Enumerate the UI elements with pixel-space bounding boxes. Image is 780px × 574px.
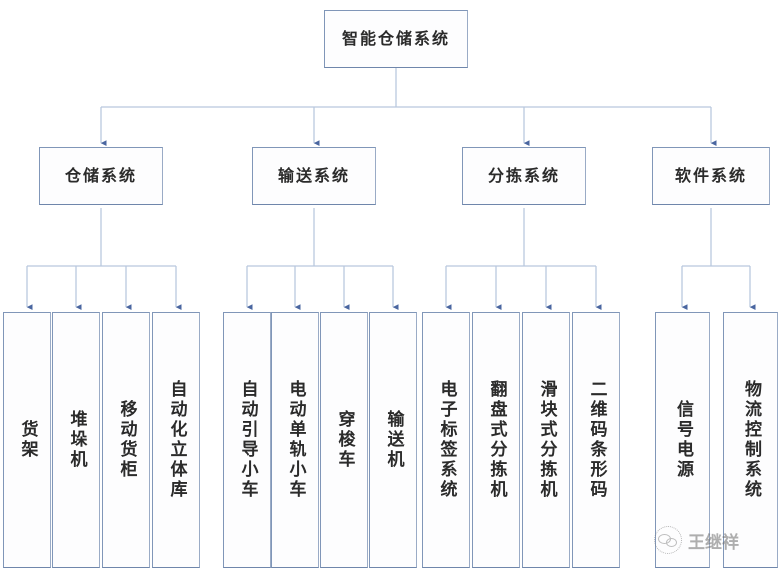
node-leaf-3-4[interactable]: 二维码条形码 bbox=[572, 312, 620, 568]
node-branch-4-label: 软件系统 bbox=[674, 166, 747, 186]
leaf-text-wrap: 翻盘式分拣机 bbox=[473, 313, 519, 567]
leaf-text-wrap: 堆垛机 bbox=[53, 313, 99, 567]
node-branch-1[interactable]: 仓储系统 bbox=[39, 147, 163, 205]
leaf-text-wrap: 货架 bbox=[4, 313, 50, 567]
node-leaf-2-4[interactable]: 输送机 bbox=[369, 312, 417, 568]
node-leaf-1-3-label: 移动货柜 bbox=[116, 400, 137, 480]
node-leaf-3-1-label: 电子标签系统 bbox=[436, 380, 457, 500]
node-leaf-2-2-label: 电动单轨小车 bbox=[285, 380, 306, 500]
leaf-text-wrap: 滑块式分拣机 bbox=[523, 313, 569, 567]
node-leaf-2-1[interactable]: 自动引导小车 bbox=[223, 312, 271, 568]
node-leaf-1-4[interactable]: 自动化立体库 bbox=[152, 312, 200, 568]
leaf-text-wrap: 物流控制系统 bbox=[724, 313, 777, 567]
leaf-text-wrap: 电动单轨小车 bbox=[272, 313, 318, 567]
node-leaf-2-2[interactable]: 电动单轨小车 bbox=[271, 312, 319, 568]
leaf-text-wrap: 移动货柜 bbox=[103, 313, 149, 567]
leaf-text-wrap: 自动引导小车 bbox=[224, 313, 270, 567]
node-leaf-1-2-label: 堆垛机 bbox=[66, 410, 87, 470]
node-leaf-3-2-label: 翻盘式分拣机 bbox=[486, 380, 507, 500]
leaf-text-wrap: 电子标签系统 bbox=[423, 313, 469, 567]
leaf-text-wrap: 穿梭车 bbox=[321, 313, 367, 567]
node-leaf-4-2[interactable]: 物流控制系统 bbox=[723, 312, 778, 568]
node-root-label: 智能仓储系统 bbox=[341, 29, 450, 49]
node-leaf-2-3[interactable]: 穿梭车 bbox=[320, 312, 368, 568]
leaf-text-wrap: 输送机 bbox=[370, 313, 416, 567]
node-branch-2-label: 输送系统 bbox=[277, 166, 350, 186]
node-leaf-1-1[interactable]: 货架 bbox=[3, 312, 51, 568]
node-leaf-4-1-label: 信号电源 bbox=[673, 400, 694, 480]
node-branch-3-label: 分拣系统 bbox=[487, 166, 560, 186]
node-leaf-1-3[interactable]: 移动货柜 bbox=[102, 312, 150, 568]
node-branch-1-label: 仓储系统 bbox=[64, 166, 137, 186]
node-leaf-3-4-label: 二维码条形码 bbox=[586, 380, 607, 500]
node-leaf-3-3[interactable]: 滑块式分拣机 bbox=[522, 312, 570, 568]
node-leaf-2-4-label: 输送机 bbox=[383, 410, 404, 470]
leaf-text-wrap: 信号电源 bbox=[656, 313, 709, 567]
node-branch-3[interactable]: 分拣系统 bbox=[462, 147, 586, 205]
node-leaf-2-3-label: 穿梭车 bbox=[334, 410, 355, 470]
node-leaf-1-1-label: 货架 bbox=[17, 420, 38, 460]
node-leaf-4-1[interactable]: 信号电源 bbox=[655, 312, 710, 568]
leaf-text-wrap: 二维码条形码 bbox=[573, 313, 619, 567]
node-branch-2[interactable]: 输送系统 bbox=[252, 147, 376, 205]
node-leaf-1-2[interactable]: 堆垛机 bbox=[52, 312, 100, 568]
node-leaf-4-2-label: 物流控制系统 bbox=[741, 380, 762, 500]
node-leaf-2-1-label: 自动引导小车 bbox=[237, 380, 258, 500]
node-leaf-1-4-label: 自动化立体库 bbox=[166, 380, 187, 500]
node-branch-4[interactable]: 软件系统 bbox=[652, 147, 770, 205]
node-root[interactable]: 智能仓储系统 bbox=[324, 10, 468, 68]
leaf-text-wrap: 自动化立体库 bbox=[153, 313, 199, 567]
node-leaf-3-3-label: 滑块式分拣机 bbox=[536, 380, 557, 500]
node-leaf-3-2[interactable]: 翻盘式分拣机 bbox=[472, 312, 520, 568]
node-leaf-3-1[interactable]: 电子标签系统 bbox=[422, 312, 470, 568]
